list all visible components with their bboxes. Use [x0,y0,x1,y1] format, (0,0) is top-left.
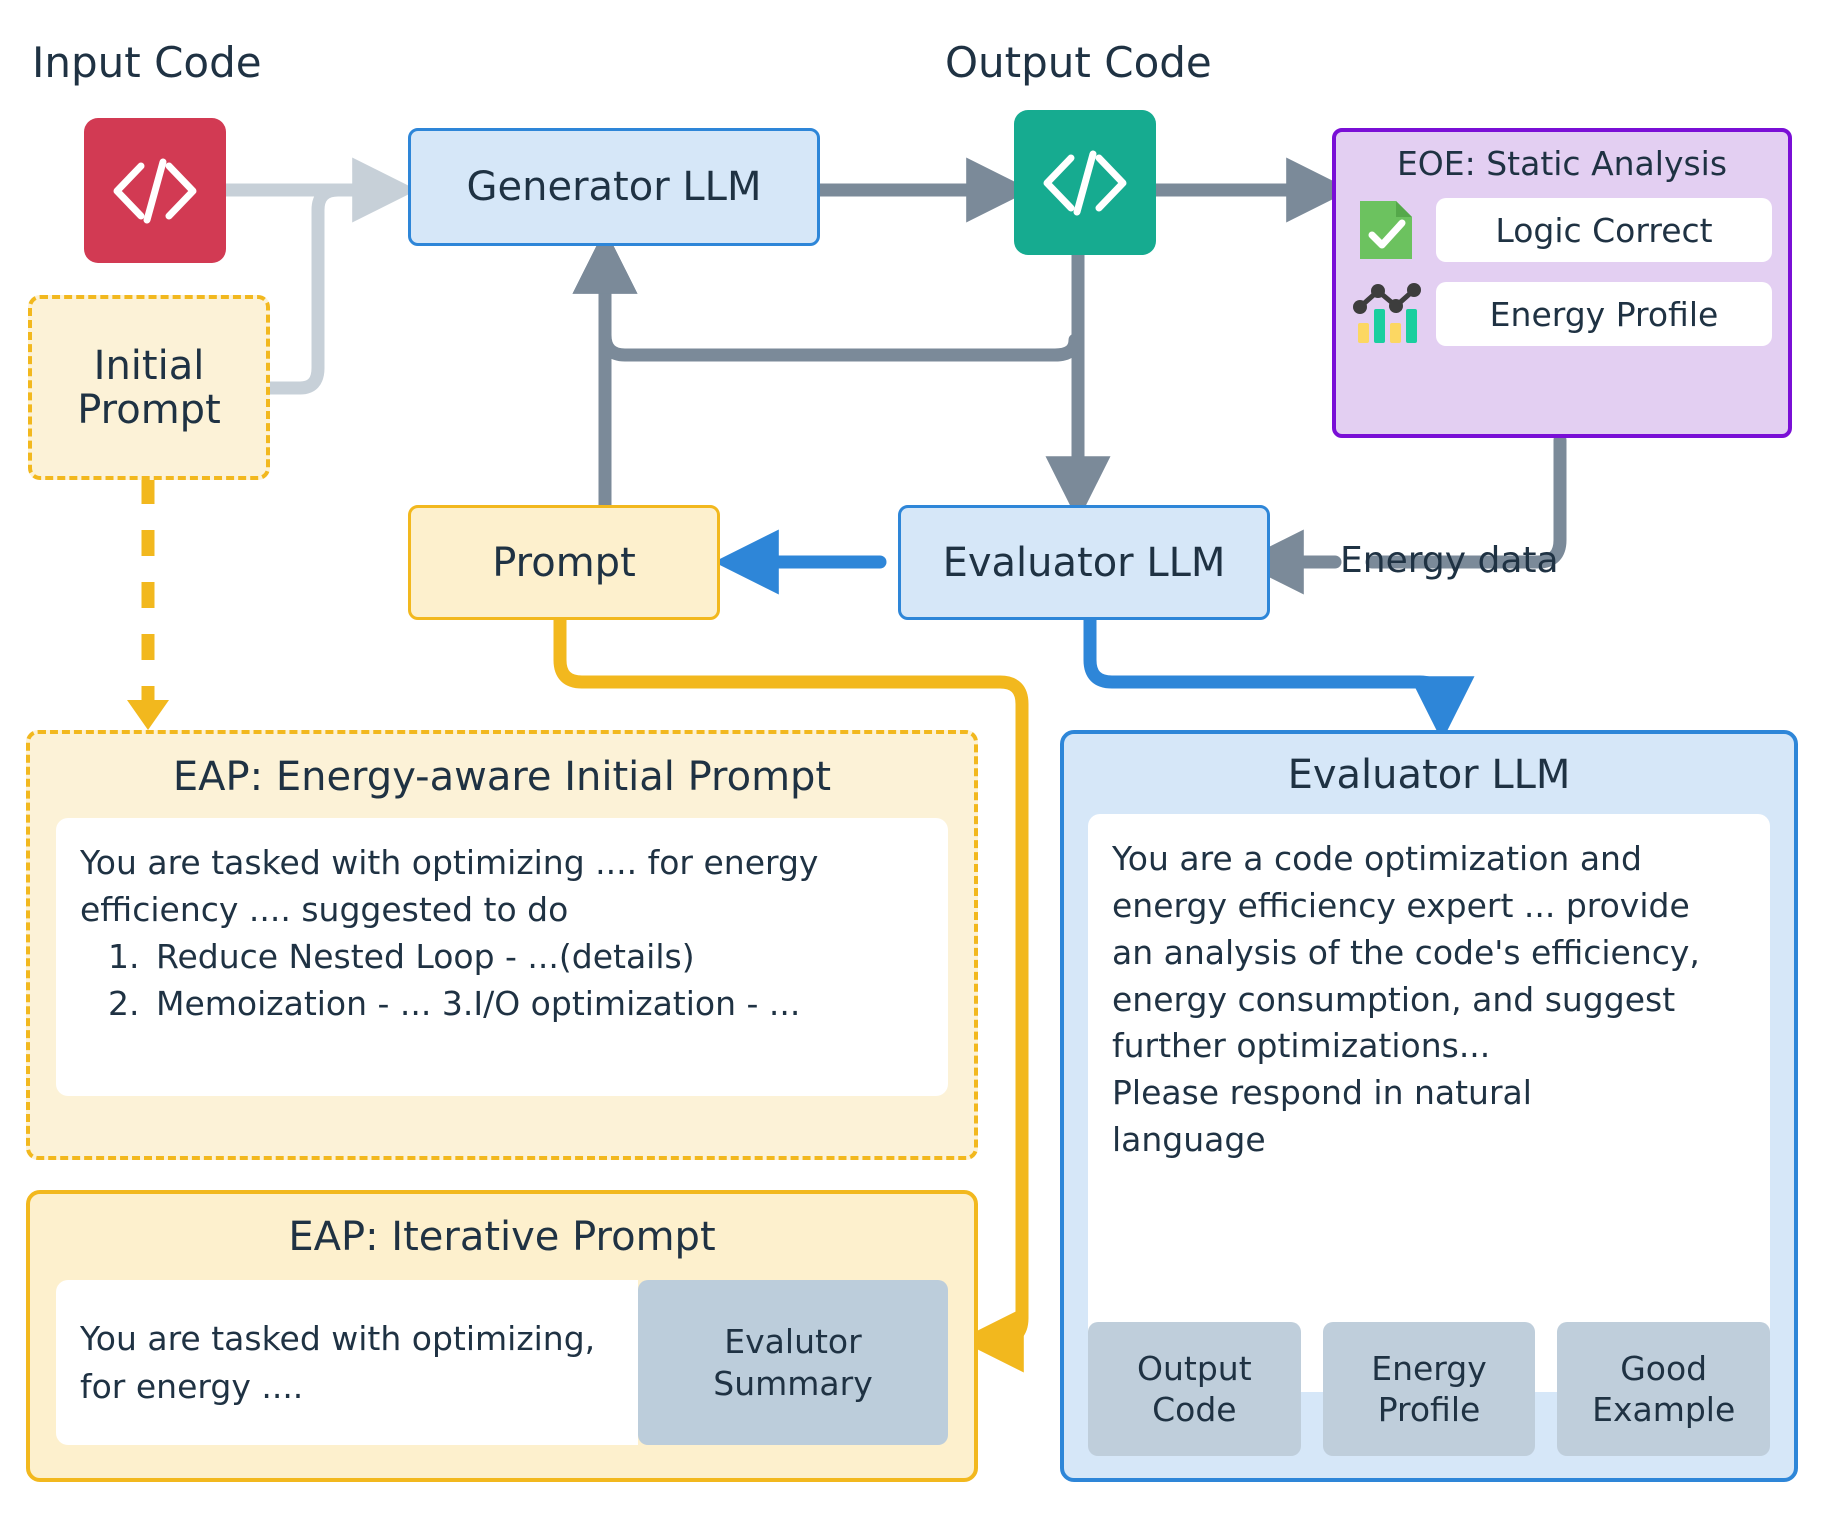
eap-initial-item-1-text: Reduce Nested Loop - ...(details) [156,936,695,976]
evaluator-body-line-3: an analysis of the code's efficiency, [1112,932,1700,972]
eoe-pill-energy-profile: Energy Profile [1436,282,1772,346]
eoe-title: EOE: Static Analysis [1396,144,1728,183]
prompt-label: Prompt [492,539,636,586]
evaluator-body-line-6: Please respond in natural [1112,1073,1532,1113]
arrow-initial-prompt-to-generator [263,183,393,395]
evaluator-tag-row: Output Code Energy Profile Good Example [1088,1321,1771,1456]
eoe-static-analysis-panel[interactable]: EOE: Static Analysis Logic Correct [1332,128,1792,438]
eoe-pill-logic-correct: Logic Correct [1436,198,1772,262]
label-output-code: Output Code [945,38,1212,87]
eap-iterative-prompt-title: EAP: Iterative Prompt [288,1214,716,1260]
evaluator-tag-output-code[interactable]: Output Code [1088,1321,1301,1456]
prompt-box[interactable]: Prompt [408,505,720,620]
evaluator-body-line-4: energy consumption, and suggest [1112,979,1676,1019]
eap-initial-line-1: You are tasked with optimizing .... for … [80,843,819,882]
evaluator-tag-energy-profile[interactable]: Energy Profile [1322,1321,1536,1456]
label-input-code: Input Code [32,38,262,87]
evaluator-llm-box[interactable]: Evaluator LLM [898,505,1270,620]
evaluator-panel-title: Evaluator LLM [1287,752,1571,798]
evaluator-body-line-2: energy efficiency expert ... provide [1112,885,1690,925]
eap-initial-line-2: efficiency .... suggested to do [80,889,569,929]
initial-prompt-box[interactable]: Initial Prompt [28,295,270,480]
arrow-evaluator-to-evaluator-panel [1083,613,1475,742]
eoe-row-logic-correct[interactable]: Logic Correct [1352,195,1772,265]
check-document-icon [1352,195,1422,265]
eap-initial-prompt-body: You are tasked with optimizing .... for … [56,818,948,1096]
eap-initial-prompt-title: EAP: Energy-aware Initial Prompt [172,754,832,800]
energy-chart-icon [1352,279,1422,349]
initial-prompt-label: Initial Prompt [77,342,221,433]
eoe-row-energy-profile[interactable]: Energy Profile [1352,279,1772,349]
eap-initial-item-2-num: 2. [108,983,140,1023]
input-code-icon[interactable] [84,118,226,263]
eap-iterative-body: You are tasked with optimizing, for ener… [56,1280,638,1445]
eap-initial-item-1-num: 1. [108,936,140,976]
eap-initial-item-2-text: Memoization - ... 3.I/O optimization - .… [156,983,801,1023]
evaluator-body-line-7: language [1112,1120,1266,1160]
generator-llm-box[interactable]: Generator LLM [408,128,820,246]
eap-initial-item-list: 1. Reduce Nested Loop - ...(details) 2. … [80,934,924,1028]
output-code-icon[interactable] [1014,110,1156,255]
evaluator-body-line-5: further optimizations... [1112,1026,1491,1066]
evaluator-summary-chip[interactable]: Evalutor Summary [638,1280,948,1445]
eap-iterative-row: You are tasked with optimizing, for ener… [56,1280,948,1445]
arrow-feedback-to-generator [572,228,1082,362]
arrow-initial-prompt-to-eap-head [127,700,169,730]
evaluator-tag-good-example[interactable]: Good Example [1557,1321,1771,1456]
list-item: 2. Memoization - ... 3.I/O optimization … [80,981,924,1028]
eap-initial-prompt-panel[interactable]: EAP: Energy-aware Initial Prompt You are… [26,730,978,1160]
evaluator-body-line-1: You are a code optimization and [1112,839,1642,878]
list-item: 1. Reduce Nested Loop - ...(details) [80,934,924,981]
generator-llm-label: Generator LLM [466,164,762,210]
evaluator-llm-label: Evaluator LLM [942,539,1226,586]
energy-data-label: Energy data [1340,540,1559,581]
evaluator-llm-panel[interactable]: Evaluator LLM You are a code optimizatio… [1060,730,1798,1482]
eap-iterative-prompt-panel[interactable]: EAP: Iterative Prompt You are tasked wit… [26,1190,978,1482]
evaluator-panel-body: You are a code optimization and energy e… [1088,814,1770,1392]
